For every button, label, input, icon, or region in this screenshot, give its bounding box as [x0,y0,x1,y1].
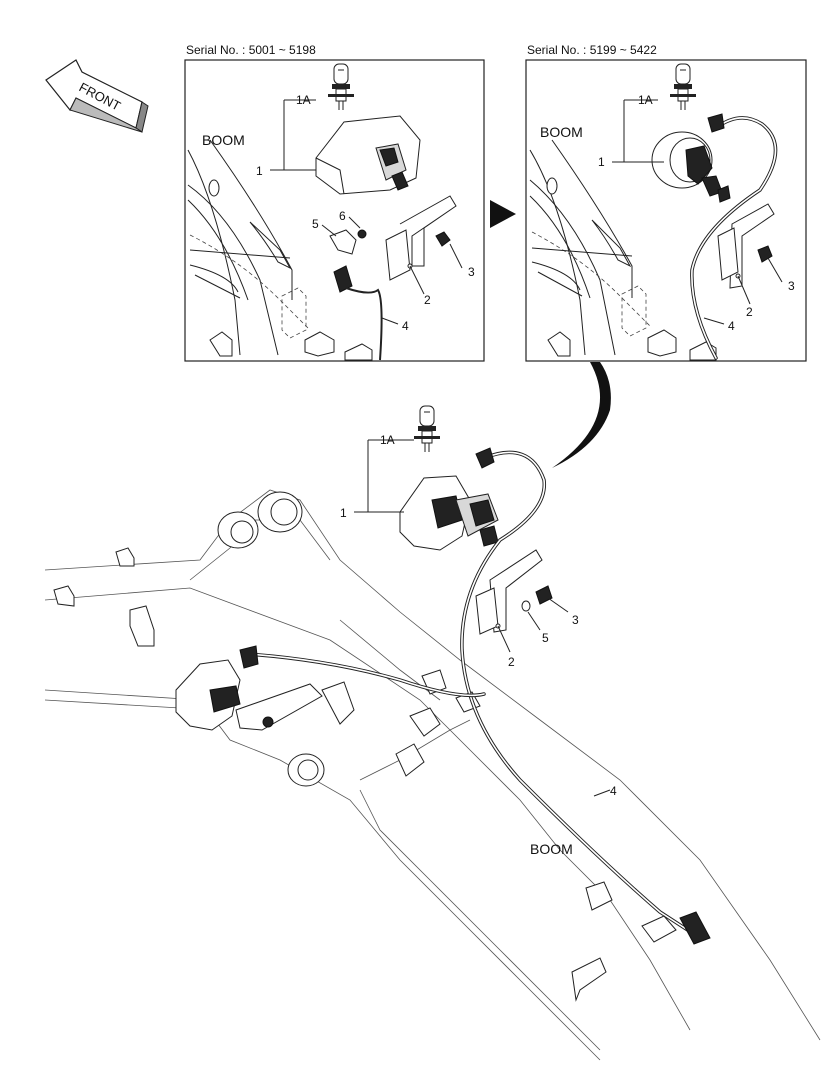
detail-connector-arc [552,362,611,468]
main-callout-4: 4 [610,784,617,798]
left-callout-1: 1 [256,164,263,178]
right-serial-label: Serial No. : 5199 ~ 5422 [527,43,657,57]
right-boom-label: BOOM [540,124,583,140]
left-boom-label: BOOM [202,132,245,148]
left-callout-2: 2 [424,293,431,307]
left-callout-6: 6 [339,209,346,223]
main-assembly: 1A 1 2 3 5 4 BOOM [44,433,821,1061]
main-boom-label: BOOM [530,841,573,857]
left-callout-1A: 1A [296,93,311,107]
main-callout-2: 2 [508,655,515,669]
main-callout-1A: 1A [380,433,395,447]
left-callout-5: 5 [312,217,319,231]
triangle-pointer-icon [490,200,516,228]
main-callout-5: 5 [542,631,549,645]
left-callout-4: 4 [402,319,409,333]
left-panel-content: 1A 1 6 5 3 2 4 BOOM [187,93,475,361]
main-callout-1: 1 [340,506,347,520]
right-panel-content: 1A 1 3 2 4 BOOM [529,93,795,361]
halogen-bulb-icon [328,63,354,110]
halogen-bulb-icon [670,63,696,110]
left-serial-label: Serial No. : 5001 ~ 5198 [186,43,316,57]
right-callout-4: 4 [728,319,735,333]
right-callout-2: 2 [746,305,753,319]
left-callout-3: 3 [468,265,475,279]
right-callout-3: 3 [788,279,795,293]
halogen-bulb-icon [414,405,440,452]
right-callout-1: 1 [598,155,605,169]
front-direction-arrow-icon: FRONT [45,59,149,133]
right-callout-1A: 1A [638,93,653,107]
main-callout-3: 3 [572,613,579,627]
